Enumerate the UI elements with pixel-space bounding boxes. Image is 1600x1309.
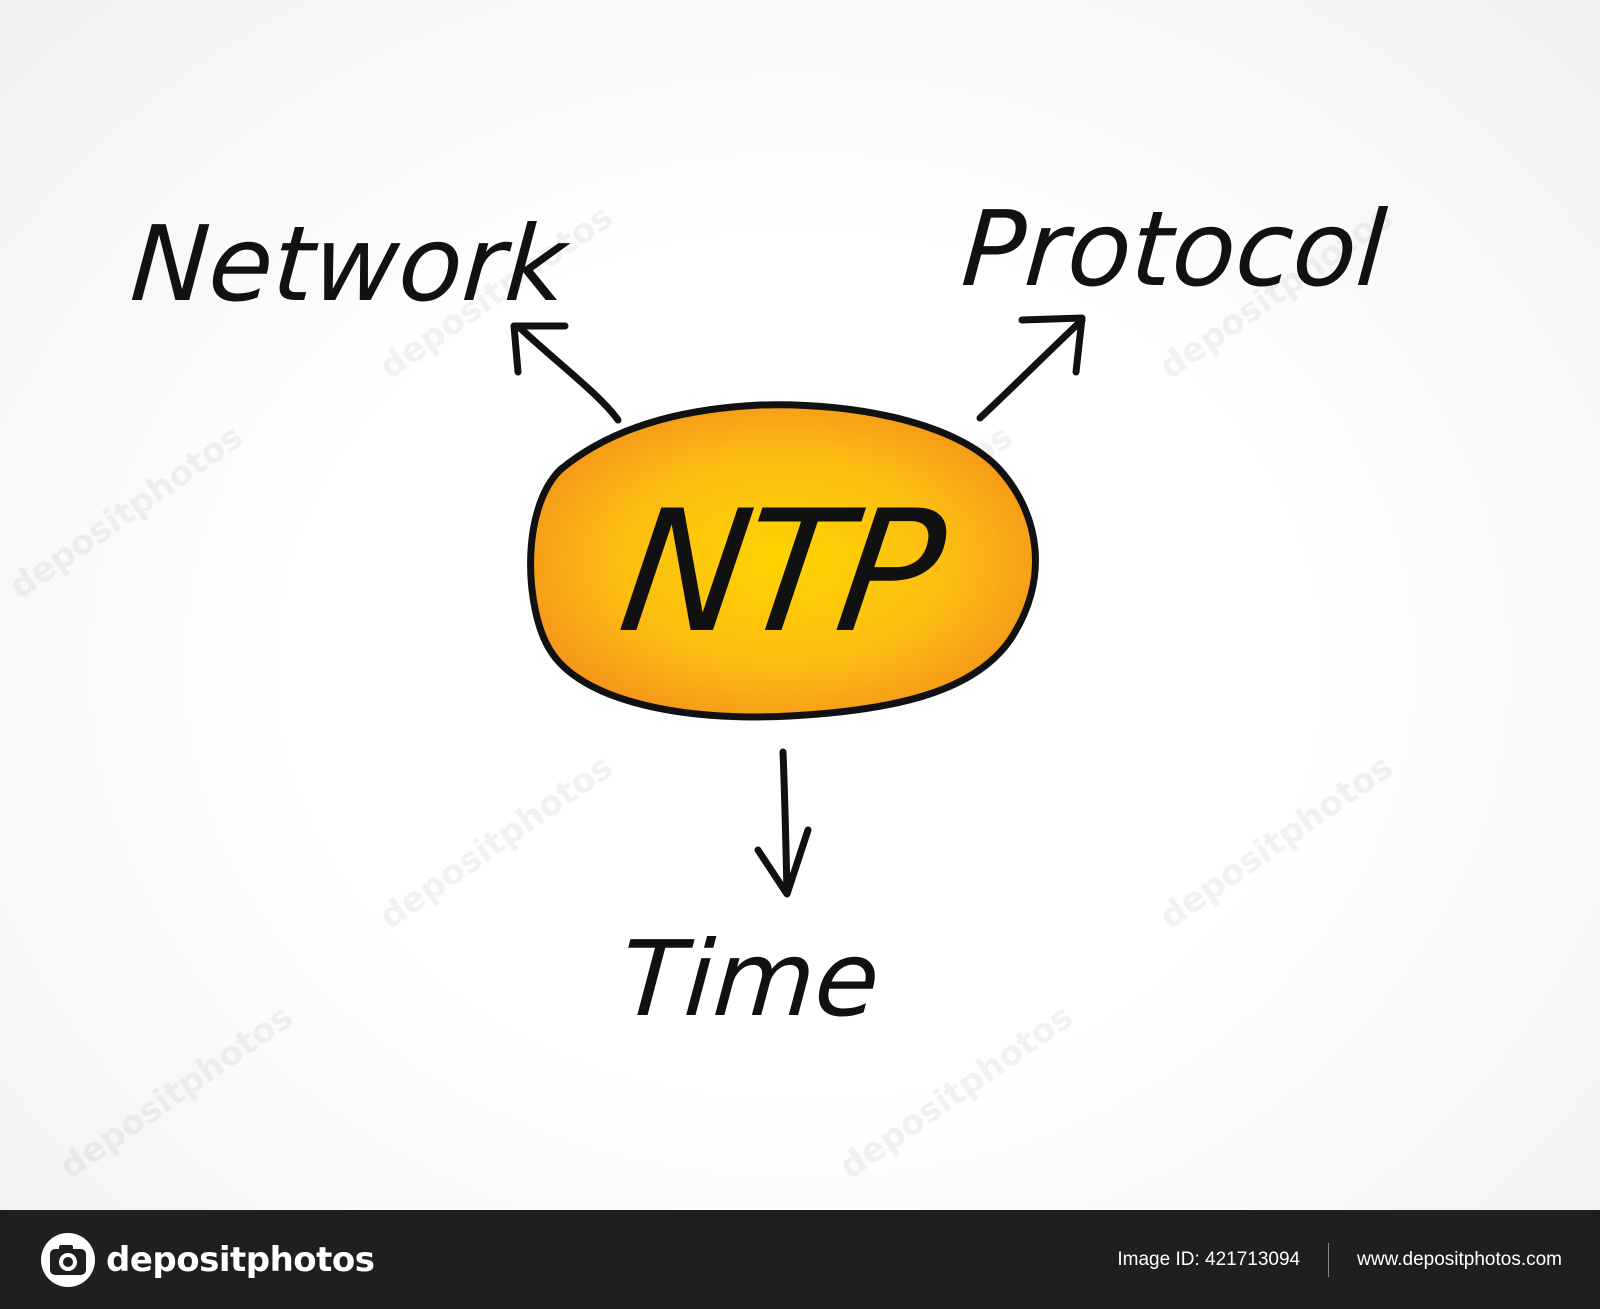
footer-divider — [1328, 1242, 1330, 1277]
watermark-text: depositphotos — [1152, 747, 1400, 937]
watermark-text: depositphotos — [2, 417, 250, 607]
diagram-canvas: depositphotos depositphotos depositphoto… — [0, 0, 1600, 1210]
diagram-svg: depositphotos depositphotos depositphoto… — [2, 188, 1400, 1187]
footer-meta: Image ID: 421713094 www.depositphotos.co… — [1117, 1210, 1562, 1309]
arrows — [510, 314, 1086, 898]
watermark-text: depositphotos — [52, 997, 300, 1187]
ntp-oval — [527, 401, 1039, 721]
arrow-to-protocol — [976, 316, 1086, 422]
website-link[interactable]: www.depositphotos.com — [1357, 1248, 1562, 1270]
arrow-to-network — [516, 324, 622, 424]
ntp-label: NTP — [610, 474, 955, 670]
node-label-protocol: Protocol — [958, 188, 1390, 310]
node-label-network: Network — [127, 203, 573, 325]
footer-bar: depositphotos Image ID: 421713094 www.de… — [0, 1210, 1600, 1309]
watermark-text: depositphotos — [372, 747, 620, 937]
brand-name: depositphotos — [106, 1240, 375, 1280]
arrow-to-protocol-head — [1018, 314, 1086, 376]
camera-logo-icon — [41, 1233, 95, 1287]
node-label-time: Time — [617, 918, 883, 1040]
image-id: Image ID: 421713094 — [1117, 1248, 1301, 1270]
arrow-to-network-head — [510, 322, 569, 376]
arrow-to-time — [779, 748, 791, 897]
arrow-to-time-head — [754, 826, 812, 898]
brand: depositphotos — [40, 1230, 375, 1290]
